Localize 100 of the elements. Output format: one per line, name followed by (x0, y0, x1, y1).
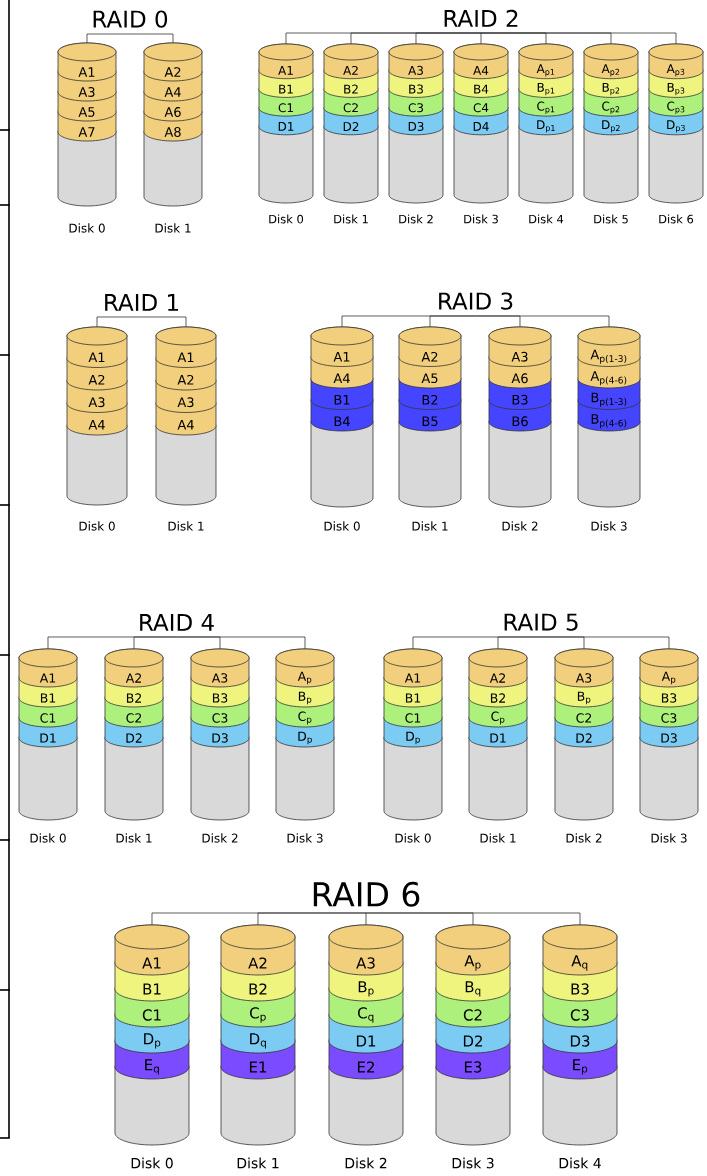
connector-line (475, 315, 610, 328)
disk-label: Disk 3 (651, 833, 687, 843)
disk-label: Disk 0 (324, 521, 360, 531)
stripe-label: B$_{q}$ (465, 981, 481, 997)
raid-title: RAID 1 (105, 294, 178, 311)
stripe-label: E$_{q}$ (145, 1059, 159, 1075)
connector-line (497, 636, 542, 650)
stripe-label: C$_{p1}$ (537, 101, 555, 114)
disk-label: Disk 3 (464, 214, 498, 224)
connector-line (96, 316, 142, 328)
stripe-label: A$_{p(1-3)}$ (590, 349, 627, 364)
stripe-label: A$_{p(4-6)}$ (590, 371, 627, 386)
disk-label: Disk 3 (287, 833, 323, 843)
stripe-label: C3 (661, 713, 677, 723)
stripe-label: D3 (570, 1035, 590, 1047)
stripe-label: A4 (333, 373, 350, 383)
stripe-label: A2 (125, 673, 141, 683)
stripe-label: B3 (212, 693, 228, 703)
stripe-label: A2 (421, 351, 438, 362)
connector-line (141, 316, 187, 328)
disk-label: Disk 3 (591, 521, 627, 531)
disk-label: Disk 0 (30, 833, 66, 843)
stripe-label: C$_{p}$ (491, 711, 505, 725)
stripe-label: A3 (511, 351, 528, 362)
stripe-label: B$_{p}$ (577, 691, 591, 705)
connector-line (129, 33, 174, 44)
stripe-label: B2 (249, 983, 267, 995)
raid-title: RAID 2 (444, 9, 518, 27)
stripe-label: A2 (248, 957, 267, 969)
stripe-label: B1 (279, 84, 293, 94)
connector-line (86, 33, 131, 44)
stripe-label: B3 (571, 983, 589, 995)
connector-line (257, 912, 367, 926)
stripe-label: B3 (512, 394, 528, 405)
stripe-label: A3 (356, 957, 375, 969)
disk-label: Disk 2 (502, 521, 538, 531)
connector-line (133, 636, 177, 650)
stripe-label: E$_{p}$ (573, 1059, 588, 1075)
stripe-label: D2 (463, 1035, 483, 1047)
stripe-label: C2 (463, 1009, 482, 1021)
stripe-label: A$_{p}$ (464, 955, 481, 971)
stripe-label: A4 (88, 420, 105, 430)
stripe-label: A1 (142, 957, 161, 969)
stripe-label: A2 (177, 374, 194, 385)
stripe-label: A2 (489, 673, 505, 683)
stripe-label: A2 (343, 65, 358, 75)
disk-label: Disk 0 (395, 833, 431, 843)
stripe-label: A1 (78, 67, 95, 77)
stripe-label: C1 (40, 713, 56, 723)
disk-label: Disk 1 (480, 833, 516, 843)
raid-title: RAID 3 (439, 292, 513, 310)
disk-label: Disk 0 (79, 521, 115, 531)
stripe-label: A3 (408, 65, 423, 75)
stripe-label: B2 (490, 693, 505, 703)
raid-title: RAID 6 (313, 881, 420, 907)
disk-label: Disk 1 (237, 1157, 279, 1169)
stripe-label: A3 (211, 673, 228, 683)
stripe-label: B$_{p1}$ (537, 82, 555, 96)
disk-label: Disk 4 (559, 1157, 601, 1169)
stripe-label: B1 (40, 693, 56, 703)
disk-label: Disk 1 (412, 521, 448, 531)
stripe-label: A3 (78, 87, 95, 97)
connector-line (540, 636, 670, 650)
stripe-label: C3 (212, 713, 228, 723)
stripe-label: B2 (422, 394, 438, 405)
stripe-label: E2 (357, 1061, 374, 1073)
stripe-label: B$_{p3}$ (667, 82, 685, 96)
stripe-label: A4 (164, 87, 181, 97)
stripe-label: A$_{p2}$ (601, 64, 620, 77)
disk-label: Disk 2 (399, 214, 433, 224)
disk-label: Disk 1 (334, 214, 368, 224)
disk-label: Disk 6 (659, 214, 694, 224)
stripe-label: C3 (570, 1009, 589, 1021)
stripe-label: D$_{p}$ (144, 1033, 161, 1049)
stripe-label: A2 (88, 374, 105, 385)
stripe-label: C2 (576, 713, 592, 723)
stripe-label: B$_{p}$ (358, 981, 374, 997)
connector-line (480, 32, 677, 45)
stripe-label: C1 (405, 713, 421, 723)
stripe-label: C$_{p3}$ (667, 101, 685, 114)
stripe-label: A3 (177, 397, 194, 408)
stripe-label: A5 (421, 373, 438, 384)
connector-line (480, 32, 482, 45)
stripe-label: A$_{p3}$ (666, 64, 685, 77)
stripe-label: B1 (405, 693, 421, 703)
stripe-label: E1 (249, 1061, 267, 1073)
stripe-label: B3 (409, 84, 423, 94)
disk-label: Disk 0 (69, 223, 105, 233)
stripe-label: C1 (278, 103, 293, 113)
stripe-label: A$_{p1}$ (536, 64, 555, 77)
stripe-label: B$_{p2}$ (602, 82, 620, 96)
stripe-label: C$_{p}$ (250, 1007, 266, 1023)
stripe-label: A3 (88, 397, 105, 408)
connector-line (365, 912, 581, 926)
disk-label: Disk 2 (202, 833, 238, 843)
stripe-label: B1 (143, 983, 161, 995)
stripe-label: A6 (164, 107, 181, 117)
stripe-label: B2 (344, 84, 358, 94)
disk-label: Disk 0 (131, 1157, 173, 1169)
stripe-label: D1 (356, 1035, 376, 1047)
